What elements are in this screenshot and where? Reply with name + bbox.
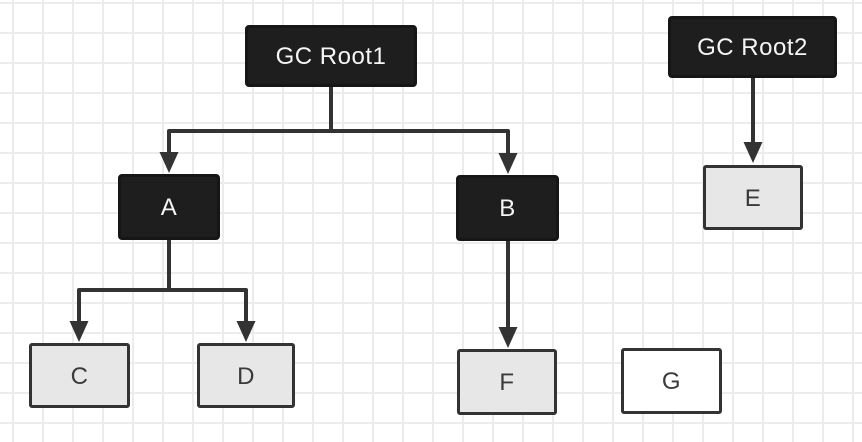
node-gc-root1: GC Root1 (245, 25, 417, 87)
node-label-b: B (499, 195, 516, 222)
node-label-e: E (744, 184, 762, 212)
node-b: B (456, 175, 559, 241)
arrowhead-gcroot2-to-e (743, 142, 763, 163)
node-gc-root2: GC Root2 (668, 16, 837, 78)
node-c: C (29, 343, 130, 408)
node-label-c: C (70, 362, 89, 390)
node-e: E (703, 165, 803, 230)
edge-a-to-c-and-d (77, 288, 248, 326)
node-label-a: A (160, 194, 178, 221)
node-a: A (118, 174, 220, 240)
node-label-g: G (661, 368, 682, 395)
arrowhead-gcroot1-to-a-and-b (498, 153, 518, 174)
arrowhead-b-to-f (498, 327, 518, 348)
arrowhead-a-to-c-and-d (69, 321, 89, 342)
node-label-gc-root1: GC Root1 (275, 43, 387, 70)
node-label-f: F (499, 369, 515, 396)
edge-gcroot1-to-a-and-b (167, 129, 510, 158)
node-g: G (621, 348, 722, 414)
node-f: F (457, 349, 557, 415)
arrowhead-a-to-c-and-d (236, 321, 256, 342)
node-label-gc-root2: GC Root2 (697, 34, 808, 61)
node-label-d: D (237, 362, 255, 390)
arrowhead-gcroot1-to-a-and-b (159, 152, 179, 173)
node-d: D (197, 343, 295, 408)
